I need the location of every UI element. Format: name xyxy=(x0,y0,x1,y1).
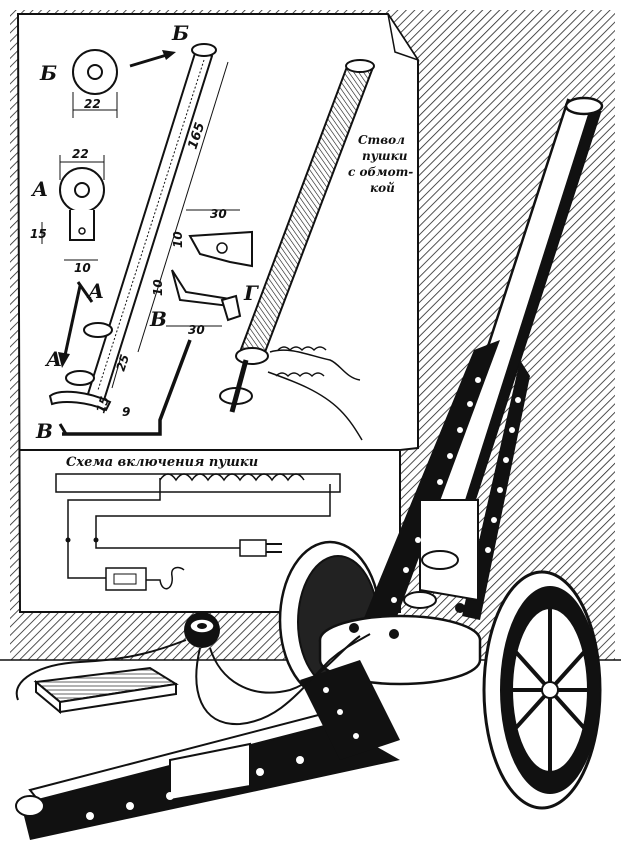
caption-line-1: Ствол xyxy=(358,133,405,147)
carriage-frame xyxy=(364,340,530,630)
caption-line-2: пушки xyxy=(362,149,408,163)
clip-upper xyxy=(186,209,253,268)
dim-ring-a-height: 15 xyxy=(30,227,47,241)
label-v-bottom: В xyxy=(35,419,53,443)
dim-clip-tab-upper: 10 xyxy=(171,231,185,248)
label-a-left: А xyxy=(30,177,48,201)
trail-beam xyxy=(15,660,400,840)
label-v-mid: В xyxy=(149,307,167,331)
ring-a xyxy=(41,155,105,261)
dim-barrel-lower: 25 xyxy=(114,353,132,373)
switch-button xyxy=(184,612,220,648)
dim-clip-width-lower: 30 xyxy=(188,323,205,337)
caption-line-4: кой xyxy=(370,181,395,195)
wheel-right xyxy=(482,570,602,810)
dim-washer-b: 22 xyxy=(84,97,101,111)
wound-barrel xyxy=(219,59,375,441)
battery xyxy=(33,666,179,715)
arrow-to-b xyxy=(129,52,171,68)
label-a-mid: А xyxy=(86,279,104,303)
barrel-rod xyxy=(48,43,229,412)
label-b-left: Б xyxy=(39,61,57,85)
label-b-top: Б xyxy=(171,21,189,45)
caption-line-3: с обмот- xyxy=(348,165,413,179)
label-g: Г xyxy=(243,281,259,305)
wiring-schema xyxy=(55,473,341,591)
dim-barrel-9: 9 xyxy=(122,405,130,419)
schema-title: Схема включения пушки xyxy=(66,455,258,470)
label-a-low: А xyxy=(44,347,62,371)
dim-clip-width-upper: 30 xyxy=(210,207,227,221)
dim-ring-a-width: 22 xyxy=(72,147,89,161)
washer-b xyxy=(72,49,118,118)
dim-clip-tab-lower: 10 xyxy=(151,279,165,296)
barrel-caption: Ствол пушки с обмот- кой xyxy=(348,133,413,195)
dim-ring-a-tab: 10 xyxy=(74,261,91,275)
dim-barrel-bottom: 15 xyxy=(94,395,112,415)
cables xyxy=(15,633,371,726)
clip-lower xyxy=(166,269,242,327)
